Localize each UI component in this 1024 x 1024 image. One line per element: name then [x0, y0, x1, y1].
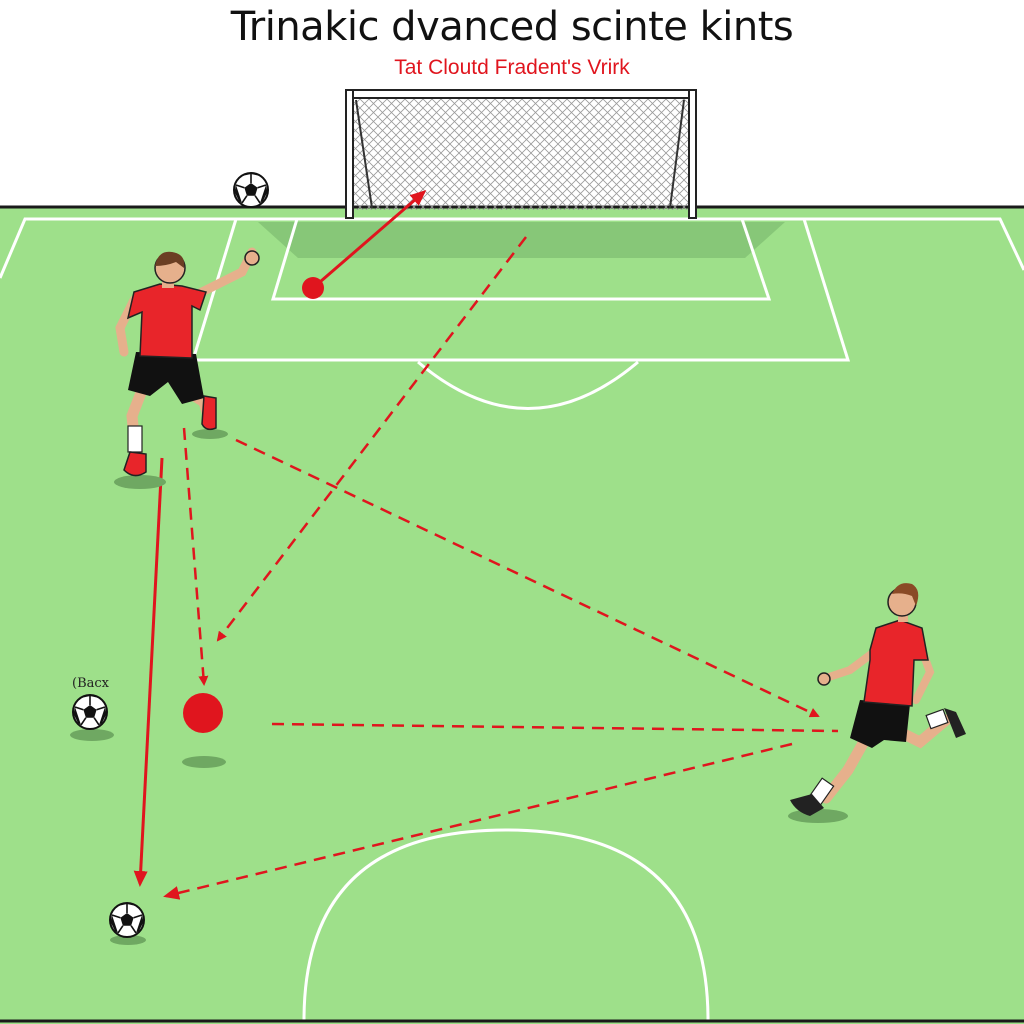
goal-net-icon: [345, 89, 697, 219]
ball-shadow: [70, 729, 114, 741]
shot-arrow: [312, 190, 427, 290]
pass-arrow-to-right-player: [235, 438, 820, 718]
page-subtitle: Tat Cloutd Fradent's Vrirk: [394, 56, 630, 79]
player-figure-icon: [788, 583, 966, 823]
goal-box: [270, 218, 772, 301]
run-arrow-down-left: [133, 457, 164, 887]
pass-arrow-player-to-marker: [182, 427, 209, 686]
page-title: Trinakic dvanced scinte kints: [230, 4, 794, 50]
soccer-ball-icon: [109, 902, 145, 938]
soccer-ball-icon: [233, 172, 269, 208]
pass-arrows: [133, 190, 839, 900]
marker-shadow: [182, 756, 226, 768]
ball-label: (Bacx: [72, 676, 109, 691]
target-marker: [183, 693, 223, 733]
soccer-ball-icon: [72, 694, 108, 730]
goal-shadow: [258, 222, 785, 258]
center-circle: [302, 828, 710, 1021]
pass-arrow-goal-to-center: [216, 236, 527, 642]
pass-line-horizontal: [271, 722, 839, 733]
penalty-arc: [417, 360, 639, 410]
target-marker-small: [302, 277, 324, 299]
player-figure-icon: [114, 247, 260, 489]
pass-arrow-right-to-bottom: [163, 742, 793, 900]
ball-shadow: [110, 935, 146, 945]
touchline: [0, 217, 1024, 279]
